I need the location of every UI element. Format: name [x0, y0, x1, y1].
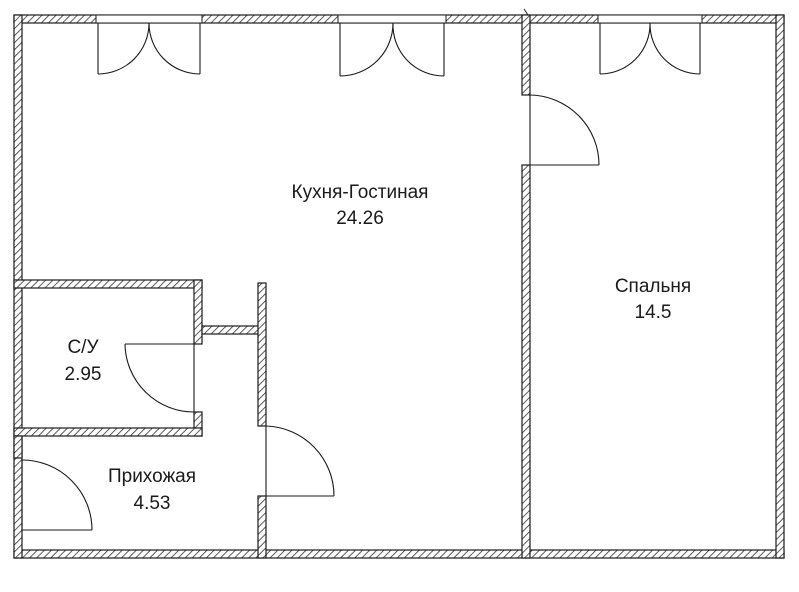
double-door-3 [599, 22, 701, 75]
wall-marker [523, 8, 529, 16]
room-name-kitchen-living: Кухня-Гостиная [292, 182, 429, 203]
wall-bathroom-top [13, 279, 203, 289]
opening-top-1 [95, 14, 203, 24]
room-area-bathroom: 2.95 [65, 364, 102, 385]
room-area-bedroom: 14.5 [635, 302, 672, 323]
room-labels: Кухня-Гостиная 24.26 Спальня 14.5 С/У 2.… [65, 182, 692, 514]
wall-right [775, 14, 785, 559]
room-area-kitchen-living: 24.26 [336, 208, 384, 229]
double-door-1 [97, 22, 201, 75]
wall-hallway-kitchen-lower [257, 495, 267, 559]
wall-connector [201, 325, 265, 335]
room-name-hallway: Прихожая [108, 466, 196, 487]
door-entrance [21, 459, 93, 531]
wall-bathroom-bottom [13, 427, 203, 437]
wall-bathroom-right-upper [193, 279, 203, 345]
opening-top-3 [597, 14, 703, 24]
double-door-2 [339, 22, 445, 77]
room-area-hallway: 4.53 [134, 493, 171, 514]
wall-bottom [13, 549, 785, 559]
door-bedroom [529, 94, 600, 166]
double-doors [97, 22, 701, 77]
door-bathroom [124, 343, 195, 413]
wall-left-entrance [13, 435, 23, 459]
door-kitchen [265, 425, 335, 497]
top-openings [95, 14, 703, 24]
room-name-bedroom: Спальня [615, 276, 691, 297]
room-name-bathroom: С/У [67, 337, 99, 358]
wall-partition-bedroom-lower [521, 164, 531, 559]
single-doors [21, 94, 600, 531]
wall-hallway-kitchen-upper [257, 282, 267, 427]
opening-top-2 [337, 14, 447, 24]
wall-partition-bedroom-upper [521, 14, 531, 96]
